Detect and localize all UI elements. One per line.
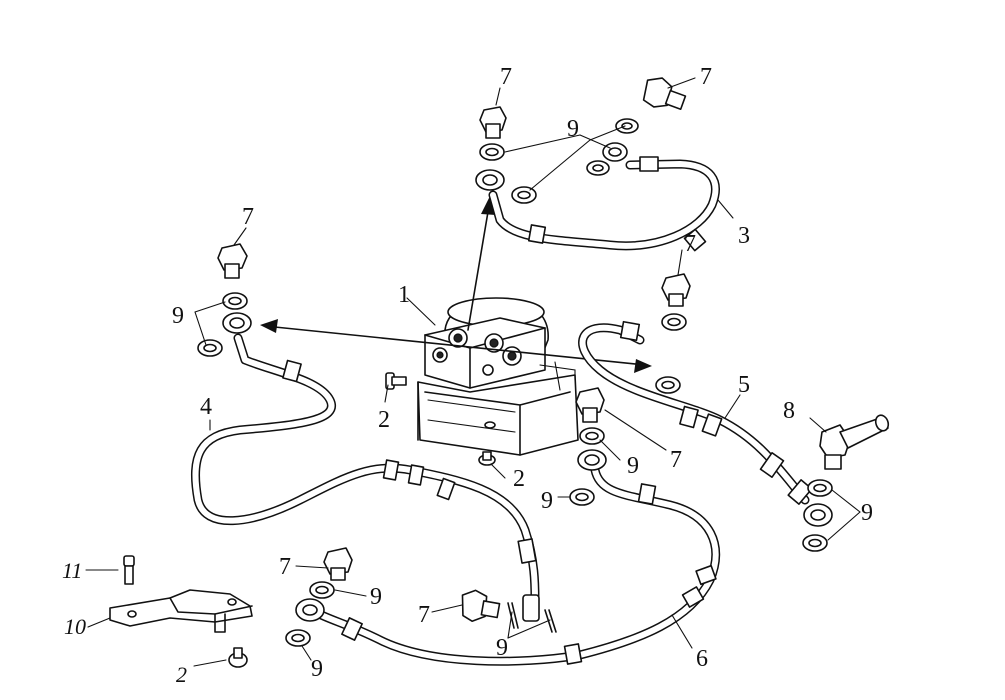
callout-9-bottom-mid: 9 <box>496 635 508 661</box>
brake-hose-5 <box>578 320 833 527</box>
abs-modulator-unit <box>417 297 579 456</box>
screw-left <box>385 372 407 390</box>
banjo-bolt-bottom-left <box>323 547 353 581</box>
bracket-10 <box>109 589 253 633</box>
callout-9-bottom-left-b: 9 <box>311 656 323 682</box>
callout-9-left: 9 <box>172 303 184 329</box>
banjo-bolt-right <box>661 273 691 307</box>
callout-9-bottom-left-a: 9 <box>370 584 382 610</box>
screws-2 <box>228 372 496 668</box>
banjo-bolt-bottom-mid <box>461 589 501 623</box>
leader-lines <box>85 77 861 667</box>
callout-7-left: 7 <box>242 204 254 230</box>
callout-2-bottom: 2 <box>176 662 187 687</box>
callout-8: 8 <box>783 398 795 424</box>
brake-hose-4 <box>190 312 540 622</box>
callout-11: 11 <box>62 558 82 583</box>
callout-9-right: 9 <box>861 500 873 526</box>
banjo-bolt-top-right <box>642 77 687 111</box>
callout-2-mid: 2 <box>513 466 525 492</box>
banjo-bolts-7 <box>217 77 691 623</box>
callout-2-left: 2 <box>378 407 390 433</box>
callout-7-mid-right: 7 <box>670 447 682 473</box>
callout-labels: 1 2 2 2 3 4 5 6 7 7 7 7 7 7 7 8 9 9 9 9 … <box>62 64 873 687</box>
brake-hose-6 <box>295 449 721 666</box>
assembly-arrows <box>260 196 652 373</box>
callout-9-mid: 9 <box>627 453 639 479</box>
callout-10: 10 <box>64 614 86 639</box>
callout-7-top-center: 7 <box>500 64 512 90</box>
banjo-bolt-left <box>217 243 248 279</box>
callout-7-right: 7 <box>684 231 696 257</box>
brake-hose-3 <box>475 142 720 252</box>
screw-mid <box>478 451 496 466</box>
callout-1: 1 <box>398 282 410 308</box>
pressure-switch-8 <box>819 414 890 470</box>
callout-5: 5 <box>738 372 750 398</box>
callout-9-mid-low: 9 <box>541 488 553 514</box>
callout-7-bottom-mid: 7 <box>418 602 430 628</box>
sealing-washers-9 <box>197 118 833 647</box>
callout-3: 3 <box>738 223 750 249</box>
banjo-bolt-top-center <box>479 106 507 139</box>
callout-7-bottom-left: 7 <box>279 554 291 580</box>
banjo-bolt-mid-right <box>575 387 605 423</box>
bolt-11 <box>123 555 135 585</box>
callout-6: 6 <box>696 646 708 672</box>
callout-7-top-right: 7 <box>700 64 712 90</box>
screw-bottom <box>228 647 248 668</box>
callout-9-top: 9 <box>567 116 579 142</box>
callout-4: 4 <box>200 394 212 420</box>
